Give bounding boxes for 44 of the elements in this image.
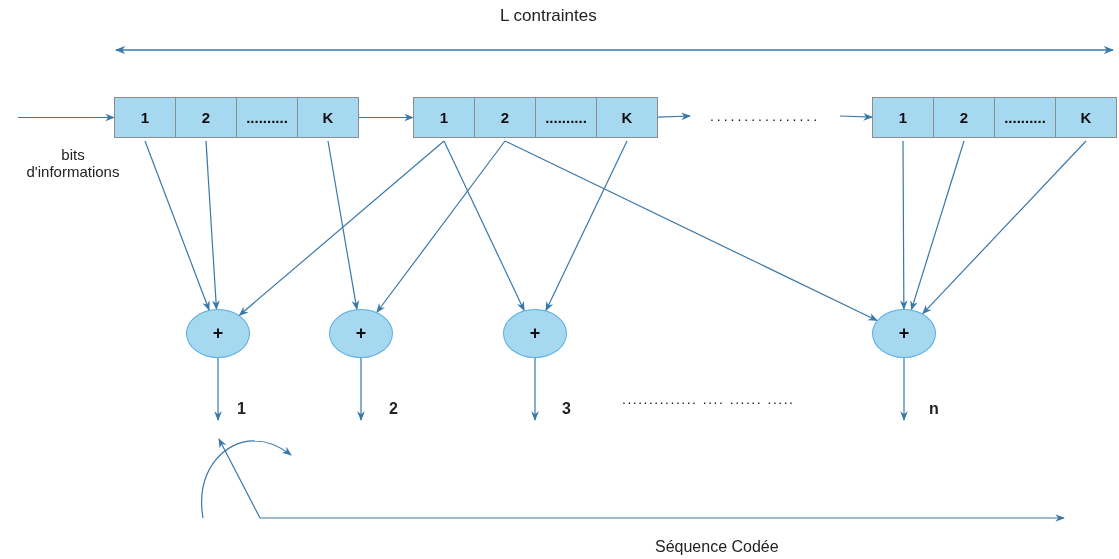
register-cell: 2 — [175, 97, 237, 138]
arrow — [205, 140, 220, 310]
adder-ellipse: + — [503, 309, 567, 358]
arrow — [358, 113, 414, 122]
ellipsis-text: ................ — [690, 104, 840, 128]
register-cell: 2 — [933, 97, 995, 138]
register-cell: 2 — [474, 97, 536, 138]
arrow — [327, 140, 360, 311]
register-cell: 1 — [872, 97, 934, 138]
output-number: n — [929, 400, 939, 418]
arrow — [357, 357, 365, 421]
register-cell: .......... — [236, 97, 298, 138]
register-cell: 1 — [114, 97, 176, 138]
register-cell: K — [1055, 97, 1117, 138]
output-number: 3 — [562, 400, 571, 418]
adder-ellipse: + — [186, 309, 250, 358]
output-label: Séquence Codée — [655, 538, 779, 556]
register-cell: 1 — [413, 97, 475, 138]
arrow — [900, 140, 908, 310]
arrow — [443, 140, 525, 312]
arrow — [531, 357, 539, 421]
arrow — [922, 140, 1087, 315]
adder-ellipse: + — [329, 309, 393, 358]
register-cell: .......... — [535, 97, 597, 138]
arrow — [910, 140, 965, 311]
register-cell: K — [596, 97, 658, 138]
arrow — [900, 357, 908, 421]
arrow — [504, 140, 878, 322]
register-cell: K — [297, 97, 359, 138]
input-label: bits d'informations — [25, 146, 121, 180]
register-cell: .......... — [994, 97, 1056, 138]
adder-ellipse: + — [872, 309, 936, 358]
arrow — [144, 140, 210, 311]
arrow — [214, 357, 222, 421]
arrow — [376, 140, 506, 313]
arrow — [17, 113, 115, 122]
arrow — [238, 140, 445, 316]
title: L contraintes — [500, 6, 597, 26]
arrow — [545, 140, 628, 312]
ellipsis-text: .............. .... ...... ..... — [622, 391, 795, 407]
arrow — [839, 113, 873, 121]
arrow — [657, 112, 691, 121]
output-number: 1 — [237, 400, 246, 418]
output-number: 2 — [389, 400, 398, 418]
